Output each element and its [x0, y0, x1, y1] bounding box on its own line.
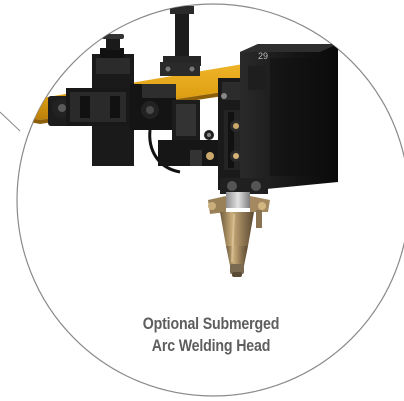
product-caption: Optional Submerged Arc Welding Head	[112, 313, 310, 357]
welding-head-photo: 29	[30, 6, 338, 277]
head-unit-label: 29	[258, 51, 268, 61]
leader-line	[0, 111, 21, 132]
caption-line-2: Arc Welding Head	[151, 337, 271, 355]
caption-line-1: Optional Submerged	[142, 315, 280, 333]
